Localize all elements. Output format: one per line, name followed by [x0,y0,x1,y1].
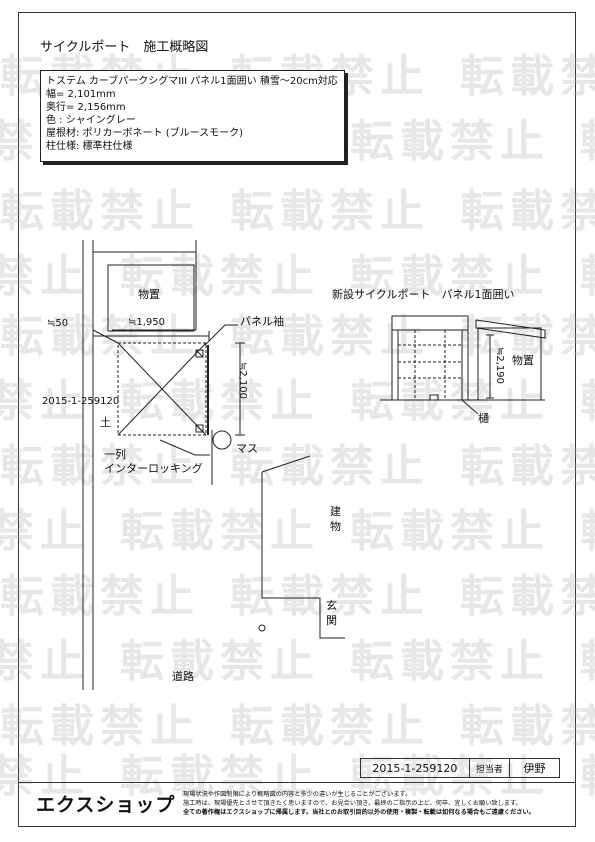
dim-2190-label: ≒2,190 [494,347,505,385]
page-title: サイクルポート 施工概略図 [40,40,209,55]
building-edge [261,455,311,473]
footer-person-label: 担当者 [470,759,510,777]
masu-label: マス [236,442,258,455]
spec-box: トステム カーブパークシグマIII パネル1面囲い 積雪～20cm対応 幅= 2… [40,70,345,162]
spec-width: 幅= 2,101mm [46,89,116,100]
building-outline [261,472,345,639]
building-label: 建物 [330,505,341,533]
footer-divider [18,782,576,783]
pillar [195,349,204,358]
masu-circle [212,430,232,450]
exshop-logo: エクスショップ [36,794,176,816]
page-frame [18,12,576,827]
drawing-number-label: 2015-1-259120 [42,396,120,407]
footer-notice: 現場状況や作図制限により概略図の内容と多少の違いが生じることがございます。 施工… [183,790,563,817]
dim-2100-label: ≒2,100 [237,362,248,400]
footer-person: 伊野 [523,762,546,775]
spec-depth: 奥行= 2,156mm [46,102,126,113]
roof-panel [391,315,469,331]
cross-line [117,342,207,436]
gutter-box [429,394,439,401]
soil-label: 土 [100,416,111,429]
notice-line-2: 施工時は、現場優先とさせて頂きたく思いますので、お見合い頂き、最終のご指示の上ど… [183,800,522,807]
dim-1950-label: ≒1,950 [128,317,166,328]
notice-line-1: 現場状況や作図制限により概略図の内容と多少の違いが生じることがございます。 [183,791,412,798]
storage-box [107,264,195,332]
entrance-label: 玄関 [326,599,337,627]
spec-roof: 屋根材: ポリカーボネート (ブルースモーク) [46,128,244,139]
spec-color: 色 : シャイングレー [46,115,136,126]
footer-info-box: 2015-1-259120 担当者 伊野 [360,758,560,778]
storage-roof [475,319,546,339]
pillar-mark [195,424,204,433]
panel-leader [204,324,238,346]
spec-product: トステム カーブパークシグマIII パネル1面囲い 積雪～20cm対応 [46,76,338,87]
road-label: 道路 [172,670,194,683]
interlocking-label: インターロッキング [104,462,203,475]
pillar-mark [195,349,204,358]
spec-pillar: 柱仕様: 標準柱仕様 [46,141,133,152]
notice-line-3: 全ての著作権はエクスショップに帰属します。当社とのお取引目的以外の使用・複製・転… [183,809,535,816]
leader-line [92,329,119,344]
storage-label: 物置 [138,288,160,301]
pillar [195,424,204,433]
storage-body [477,327,542,401]
elevation-storage-label: 物置 [512,354,534,367]
entrance-post [258,624,266,632]
gutter-label: 樋 [478,412,489,425]
elevation-title: 新設サイクルポート パネル1面囲い [332,288,515,301]
elevation-drawing [380,315,546,415]
dim-50-label: ≒50 [47,318,69,329]
one-row-label: 一列 [104,448,126,461]
panel-wing-label: パネル袖 [240,315,284,328]
footer-drawing-number: 2015-1-259120 [361,759,470,777]
interlocking-leader [159,439,210,456]
gutter-leader [461,399,479,415]
